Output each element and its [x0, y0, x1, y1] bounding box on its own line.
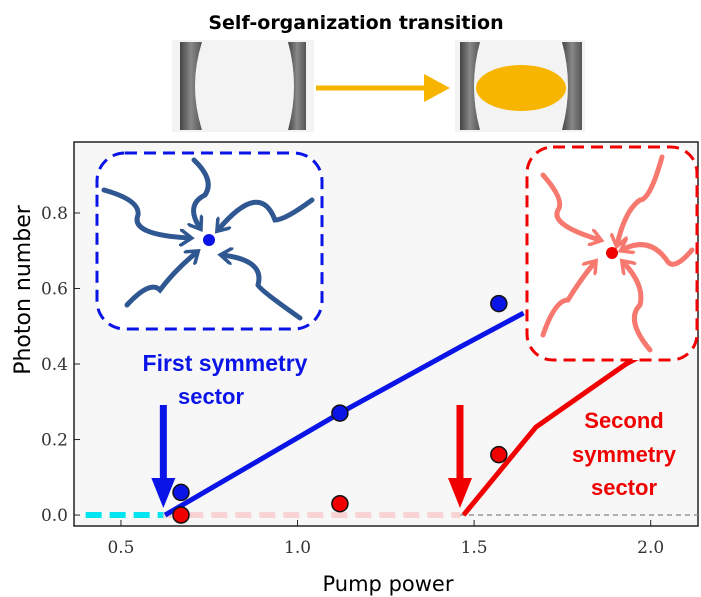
- wavy-arrow-icon: [194, 157, 211, 228]
- y-tick-label: 0.8: [41, 204, 68, 224]
- wavy-arrow-icon: [540, 172, 600, 240]
- mirror-left-icon: [180, 42, 202, 130]
- second-threshold-arrow-head: [447, 478, 472, 508]
- first-threshold-arrow-head: [151, 478, 176, 508]
- y-tick-label: 0.2: [41, 431, 68, 451]
- y-tick-label: 0.0: [41, 506, 68, 526]
- attractor-point-icon: [203, 234, 215, 246]
- x-tick-label: 1.0: [284, 538, 311, 558]
- second-sector-label-line3: sector: [591, 475, 657, 500]
- second-sector-data-point: [172, 506, 190, 524]
- x-tick-label: 0.5: [107, 538, 134, 558]
- wavy-arrow-icon: [623, 262, 653, 353]
- wavy-arrow-icon: [617, 154, 665, 245]
- first-sector-data-point: [172, 483, 190, 502]
- second-sector-data-point: [490, 445, 508, 464]
- transition-arrow-icon: [316, 74, 450, 102]
- cavity-organized-illustration: [455, 40, 585, 132]
- first-sector-data-point: [490, 294, 508, 313]
- x-axis-label: Pump power: [323, 572, 454, 596]
- first-sector-label-line1: First symmetry: [143, 350, 308, 376]
- second-sector-theory-line: [461, 354, 642, 517]
- first-sector-data-point: [331, 404, 349, 422]
- wavy-arrow-icon: [222, 255, 303, 321]
- mirror-left-icon: [460, 42, 480, 130]
- second-sector-data-point: [331, 494, 349, 513]
- mirror-right-icon: [288, 42, 306, 130]
- wavy-arrow-icon: [540, 262, 595, 338]
- wavy-arrow-icon: [124, 252, 197, 308]
- cavity-empty-illustration: [172, 40, 314, 132]
- atom-cloud-icon: [476, 65, 566, 111]
- mirror-right-icon: [562, 42, 582, 130]
- first-sector-label-line2: sector: [178, 384, 244, 409]
- second-sector-inset: [525, 145, 699, 362]
- y-tick-label: 0.6: [41, 280, 68, 300]
- second-sector-label-line1: Second: [584, 408, 663, 433]
- y-axis-label: Photon number: [11, 204, 36, 375]
- first-sector-inset: [95, 151, 324, 331]
- x-tick-label: 1.5: [461, 538, 488, 558]
- attractor-point-icon: [606, 247, 618, 259]
- first-sector-theory-line: [163, 310, 525, 518]
- y-tick-label: 0.4: [41, 355, 68, 375]
- wavy-arrow-icon: [218, 197, 315, 230]
- second-sector-label-line2: symmetry: [572, 442, 677, 467]
- wavy-arrow-icon: [101, 187, 190, 238]
- wavy-arrow-icon: [622, 245, 695, 267]
- figure-title: Self-organization transition: [208, 12, 503, 34]
- x-tick-label: 2.0: [637, 538, 664, 558]
